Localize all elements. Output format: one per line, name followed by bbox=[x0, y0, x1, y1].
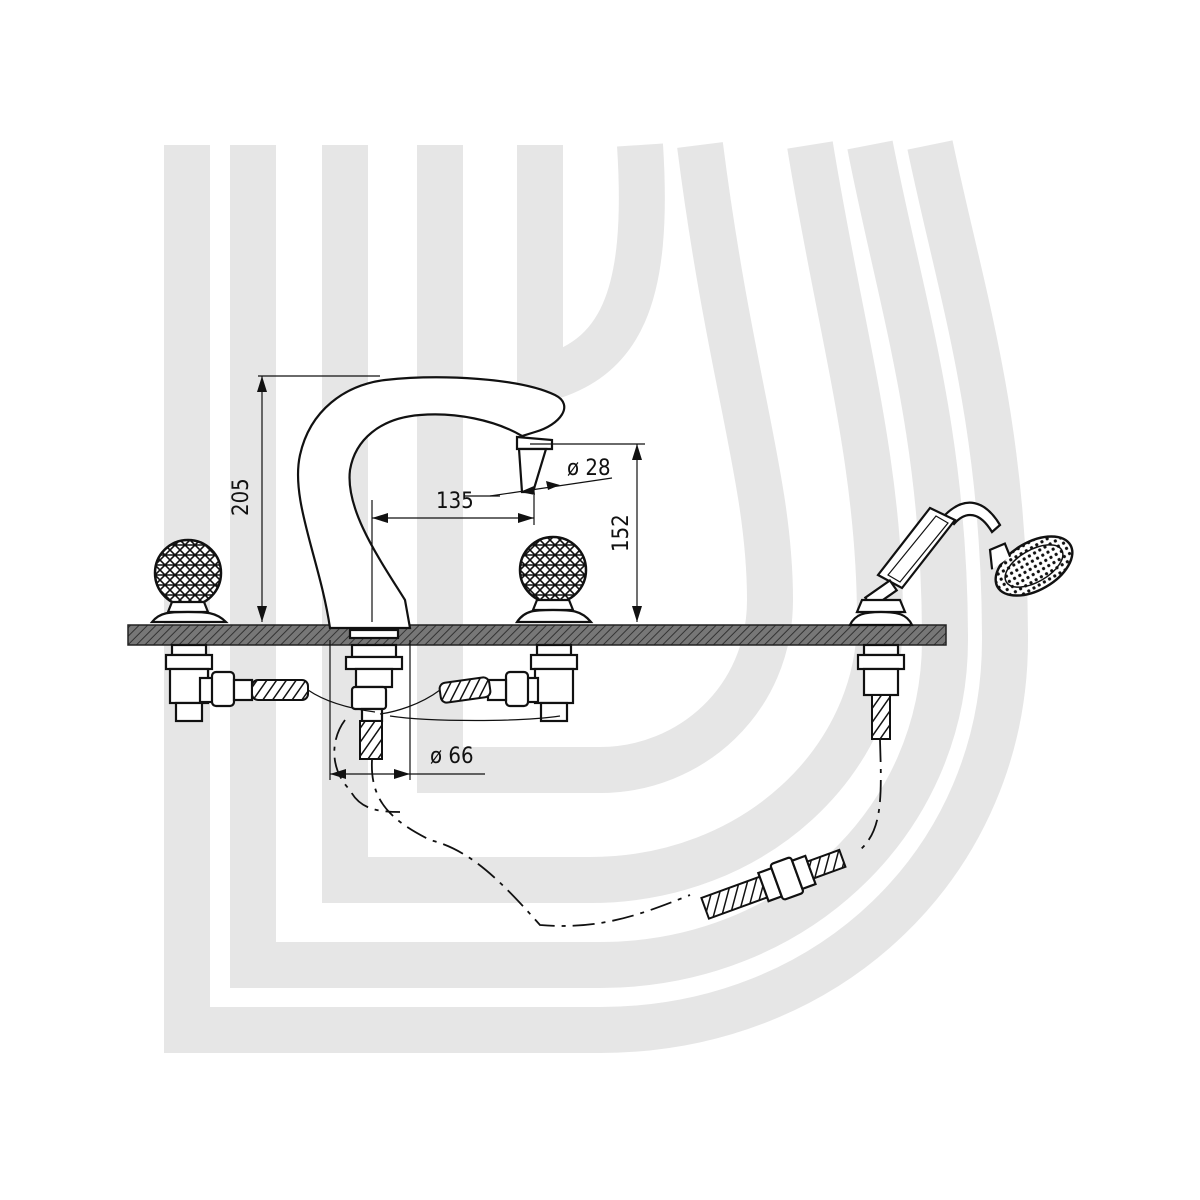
dimension-lines bbox=[257, 375, 645, 780]
right-valve-handle bbox=[438, 535, 594, 723]
hand-shower bbox=[848, 501, 1074, 740]
hose-connector bbox=[700, 848, 847, 920]
left-valve-handle bbox=[149, 538, 309, 723]
right-crystal-knob-icon bbox=[518, 535, 588, 605]
dim-total-height-label: 205 bbox=[229, 478, 254, 516]
left-crystal-knob-icon bbox=[153, 538, 223, 608]
spout bbox=[296, 376, 566, 640]
spout-shank bbox=[344, 643, 404, 760]
dim-spout-reach-label: 135 bbox=[436, 489, 474, 514]
dim-base-diameter-label: ø 66 bbox=[430, 744, 474, 769]
shower-head-icon bbox=[994, 535, 1074, 597]
dim-outlet-diameter-label: ø 28 bbox=[567, 456, 611, 481]
deck-surface bbox=[127, 624, 947, 646]
dim-outlet-height-label: 152 bbox=[609, 514, 634, 552]
